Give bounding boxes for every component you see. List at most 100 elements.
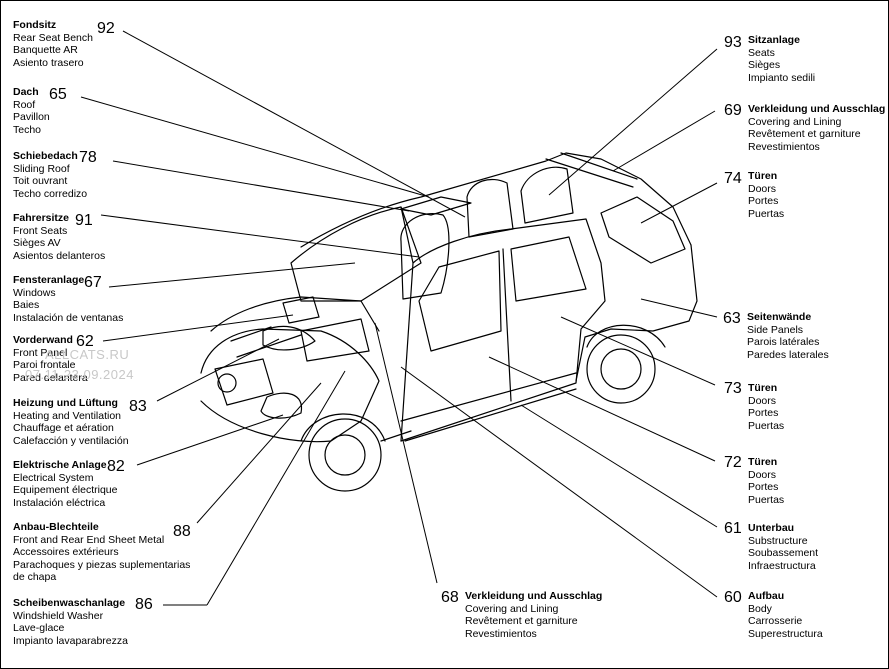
leader-63 [640, 298, 718, 318]
callout-line: Heizung und Lüftung [13, 397, 118, 409]
front-wheel [308, 418, 382, 492]
callout-line: Roof [13, 98, 36, 111]
callout-63-number: 63 [723, 310, 741, 327]
callout-line: Puertas [748, 207, 785, 220]
callout-line: Verkleidung und Ausschlag [465, 590, 603, 602]
callout-82-text: Elektrische Anlage Electrical System Equ… [13, 459, 117, 509]
callout-61-text: Unterbau Substructure Soubassement Infra… [748, 522, 818, 572]
callout-62-text: Vorderwand Front Panel Paroi frontale Pa… [13, 334, 88, 384]
callout-line: Instalación de ventanas [13, 311, 124, 324]
callout-line: Doors [748, 394, 777, 407]
callout-line: Portes [748, 195, 779, 207]
engine-block [282, 296, 370, 362]
callout-line: Banquette AR [13, 44, 78, 56]
callout-line: Asiento trasero [13, 56, 84, 69]
callout-78-number: 78 [79, 149, 97, 166]
callout-line: Sliding Roof [13, 162, 70, 175]
callout-73-number: 73 [724, 380, 742, 397]
callout-line: Verkleidung und Ausschlag [748, 103, 886, 115]
leader-88 [196, 382, 322, 524]
leader-82 [136, 414, 284, 466]
door-line [502, 248, 512, 402]
leader-72 [488, 356, 716, 462]
callout-line: Doors [748, 468, 777, 481]
hood-outline [210, 296, 380, 332]
callout-line: Superestructura [748, 627, 823, 640]
callout-line: Unterbau [748, 522, 795, 534]
rear-window [600, 196, 686, 264]
callout-83-text: Heizung und Lüftung Heating and Ventilat… [13, 397, 129, 447]
callout-line: Puertas [748, 493, 785, 506]
callout-line: Fondsitz [13, 19, 57, 31]
callout-line: Türen [748, 456, 778, 468]
callout-83-number: 83 [129, 398, 147, 415]
callout-65-text: Dach Roof Pavillon Techo [13, 86, 50, 136]
leader-61 [520, 404, 718, 528]
callout-line: Türen [748, 382, 778, 394]
callout-line: Seats [748, 46, 775, 59]
callout-line: Accessoires extérieurs [13, 546, 119, 558]
rear-wheel [586, 334, 656, 404]
callout-line: Baies [13, 299, 40, 311]
callout-line: Pared delantera [13, 371, 88, 384]
rear-seat [520, 166, 574, 224]
callout-line: Aufbau [748, 590, 785, 602]
callout-69-number: 69 [724, 102, 742, 119]
leader-60 [400, 366, 718, 598]
callout-line: Revêtement et garniture [748, 128, 861, 140]
callout-line: Lave-glace [13, 622, 65, 634]
callout-line: Parachoques y piezas suplementarias [13, 558, 191, 571]
front-fascia [200, 328, 380, 422]
roof-outline [300, 152, 692, 248]
side-window-front [418, 250, 502, 352]
callout-line: Impianto sedili [748, 71, 816, 84]
callout-65-number: 65 [49, 86, 67, 103]
callout-line: de chapa [13, 571, 57, 583]
callout-line: Vorderwand [13, 334, 73, 346]
callout-line: Soubassement [748, 547, 819, 559]
callout-86-number: 86 [135, 596, 153, 613]
callout-line: Revêtement et garniture [465, 615, 578, 627]
callout-88-text: Anbau-Blechteile Front and Rear End Shee… [13, 521, 190, 584]
callout-line: Instalación eléctrica [13, 496, 106, 509]
callout-line: Toit ouvrant [13, 175, 68, 187]
callout-line: Techo [13, 123, 42, 136]
callout-78-text: Schiebedach Sliding Roof Toit ouvrant Te… [13, 150, 87, 200]
callout-line: Schiebedach [13, 150, 78, 162]
callout-68-number: 68 [441, 589, 459, 606]
callout-67-number: 67 [84, 274, 102, 291]
callout-67-text: Fensteranlage Windows Baies Instalación … [13, 274, 123, 324]
callout-92-text: Fondsitz Rear Seat Bench Banquette AR As… [13, 19, 93, 69]
callout-line: Sièges AV [13, 237, 61, 249]
callout-88-number: 88 [173, 523, 191, 540]
leader-73 [560, 316, 716, 386]
callout-line: Chauffage et aération [13, 422, 114, 434]
callout-line: Windshield Washer [13, 609, 104, 622]
leader-74 [640, 182, 718, 224]
callout-62-number: 62 [76, 333, 94, 350]
callout-line: Sitzanlage [748, 34, 800, 46]
callout-line: Front and Rear End Sheet Metal [13, 533, 165, 546]
callout-72-text: Türen Doors Portes Puertas [748, 456, 784, 506]
callout-line: Asientos delanteros [13, 249, 106, 262]
watermark-line1: ALLCATS.RU [45, 347, 130, 362]
leader-62 [102, 314, 294, 342]
front-seat [400, 213, 450, 300]
leader-91 [100, 214, 420, 258]
leader-83 [156, 338, 280, 402]
side-window-rear [510, 236, 587, 302]
callout-line: Paredes laterales [747, 348, 829, 361]
callout-line: Anbau-Blechteile [13, 521, 99, 533]
callout-61-number: 61 [724, 520, 742, 537]
callout-line: Puertas [748, 419, 785, 432]
callout-line: Front Seats [13, 224, 68, 237]
callout-line: Carrosserie [748, 615, 803, 627]
callout-63-text: Seitenwände Side Panels Parois latérales… [747, 311, 829, 361]
watermark-line2: 07.11-23.09.2024 [25, 367, 134, 382]
callout-line: Pavillon [13, 111, 50, 123]
body-side [400, 218, 606, 442]
callout-line: Substructure [748, 534, 808, 547]
callout-line: Infraestructura [748, 559, 816, 572]
